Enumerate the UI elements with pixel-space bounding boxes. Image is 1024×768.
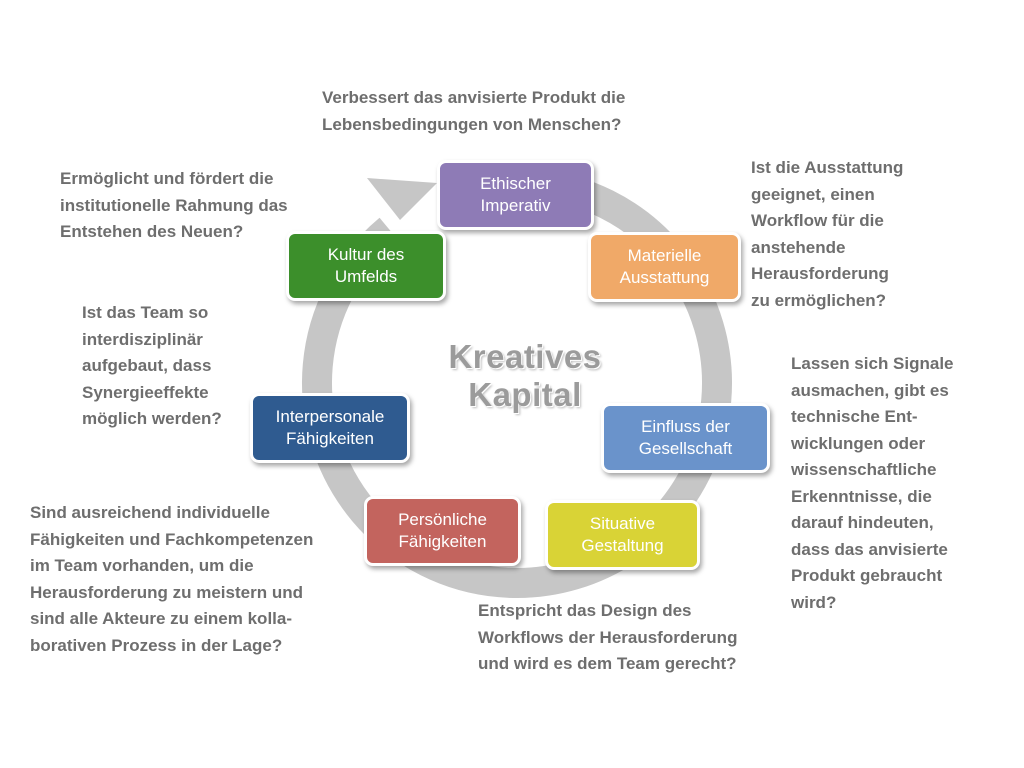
node-materielle-ausstattung: Materielle Ausstattung <box>588 232 741 302</box>
question-persoenliche-faehigkeiten: Sind ausreichend individuelle Fähigkeite… <box>30 503 314 655</box>
cycle-arrowhead <box>367 178 437 220</box>
question-materielle-ausstattung: Ist die Ausstattung geeignet, einen Work… <box>751 158 904 310</box>
question-kultur-des-umfelds: Ermöglicht und fördert die institutionel… <box>60 169 288 241</box>
node-situative-gestaltung: Situative Gestaltung <box>545 500 700 570</box>
question-ethischer-imperativ: Verbessert das anvisierte Produkt die Le… <box>322 88 626 134</box>
node-kultur-des-umfelds: Kultur des Umfelds <box>286 231 446 301</box>
node-interpersonale-faehigkeiten: Interpersonale Fähigkeiten <box>250 393 410 463</box>
center-title: Kreatives Kapital <box>448 338 602 413</box>
question-situative-gestaltung: Entspricht das Design des Workflows der … <box>478 601 738 673</box>
question-interpersonale-faehigkeiten: Ist das Team so interdisziplinär aufgeba… <box>82 303 222 428</box>
node-persoenliche-faehigkeiten: Persönliche Fähigkeiten <box>364 496 521 566</box>
node-einfluss-der-gesellschaft: Einfluss der Gesellschaft <box>601 403 770 473</box>
question-einfluss-der-gesellschaft: Lassen sich Signale ausmachen, gibt es t… <box>791 354 954 612</box>
node-ethischer-imperativ: Ethischer Imperativ <box>437 160 594 230</box>
